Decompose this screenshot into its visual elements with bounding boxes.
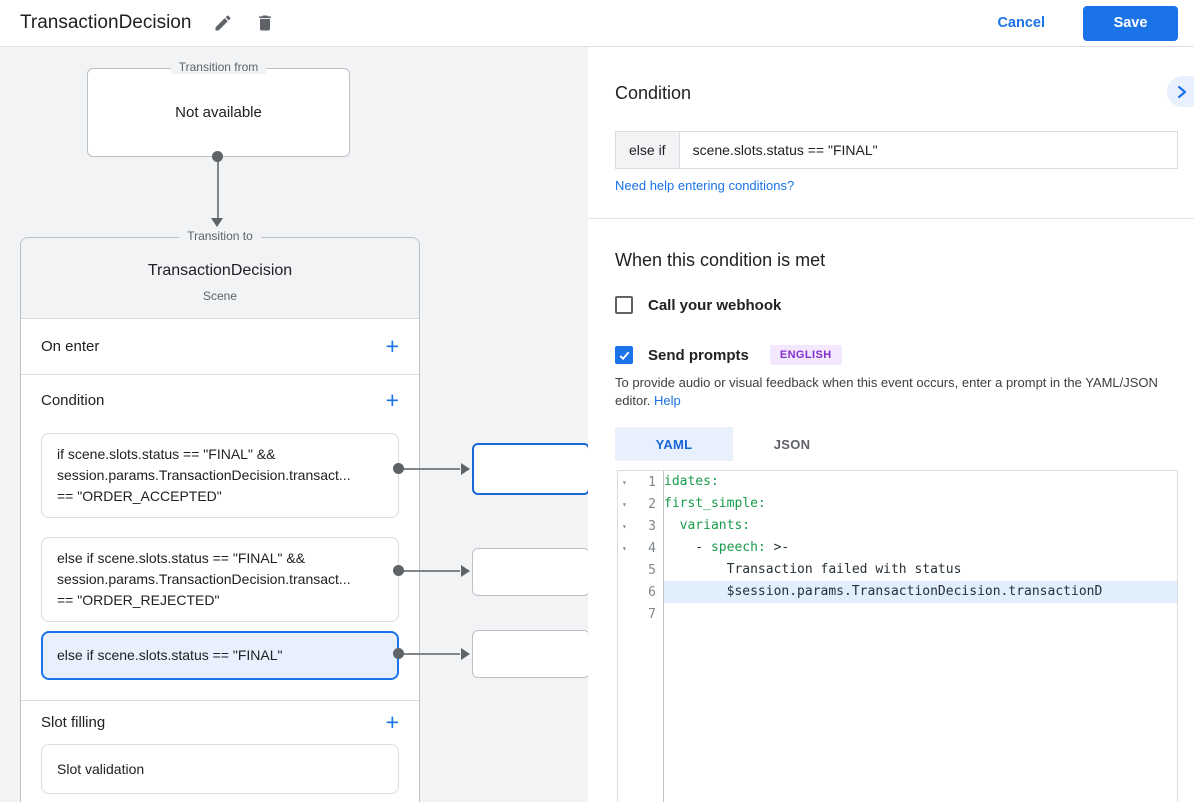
webhook-label: Call your webhook	[648, 296, 782, 314]
condition-label: Condition	[41, 391, 105, 409]
flow-diagram-panel: Transition from Not available Transition…	[0, 47, 590, 802]
language-badge: ENGLISH	[769, 345, 842, 365]
panel-title: Condition	[615, 83, 692, 103]
arrow-right-icon	[461, 565, 470, 577]
connector-dot	[393, 565, 404, 576]
slot-filling-label: Slot filling	[41, 714, 106, 731]
main-area: Transition from Not available Transition…	[0, 47, 1194, 802]
send-prompts-row: Send prompts ENGLISH	[615, 345, 842, 365]
target-box-3[interactable]	[472, 630, 590, 678]
scene-title: TransactionDecision	[147, 262, 293, 279]
panel-divider	[588, 218, 1194, 219]
slot-validation-card[interactable]: Slot validation	[41, 744, 399, 794]
chevron-right-icon	[1177, 85, 1187, 98]
condition-card-2[interactable]: else if scene.slots.status == "FINAL" &&…	[41, 537, 399, 622]
target-box-2[interactable]	[472, 548, 590, 596]
connector-line	[217, 159, 219, 218]
transition-from-legend: Transition from	[170, 60, 267, 74]
cancel-button[interactable]: Cancel	[997, 15, 1045, 31]
check-icon	[619, 351, 629, 360]
condition-help-link[interactable]: Need help entering conditions?	[615, 178, 795, 193]
yaml-code-editor[interactable]: ▾ 1 ▾ 2 ▾ 3 ▾ 4 5 6 7 idates: first_simple: …	[617, 470, 1178, 802]
top-bar: TransactionDecision Cancel Save	[0, 0, 1194, 47]
add-on-enter-icon[interactable]: +	[385, 333, 399, 359]
transition-from-value: Not available	[175, 104, 262, 121]
send-prompts-label: Send prompts	[648, 346, 749, 364]
code-line: Transaction failed with status	[664, 559, 1177, 581]
scene-subtitle: Scene	[202, 289, 238, 303]
help-link[interactable]: Help	[654, 392, 681, 408]
code-token: idates:	[664, 474, 719, 489]
connector-dot	[393, 648, 404, 659]
arrow-down-icon	[211, 218, 223, 227]
fold-icon[interactable]: ▾	[622, 543, 627, 553]
scene-header[interactable]: TransactionDecision Scene	[21, 238, 419, 319]
condition-card-3-selected[interactable]: else if scene.slots.status == "FINAL"	[41, 631, 399, 680]
edit-icon[interactable]	[213, 13, 233, 33]
connector-dot	[212, 151, 223, 162]
delete-icon[interactable]	[255, 13, 275, 33]
on-enter-label: On enter	[41, 338, 100, 355]
prompt-description-text: To provide audio or visual feedback when…	[615, 375, 1158, 408]
editor-tabs: YAML JSON	[615, 427, 851, 461]
slot-filling-section-header: Slot filling +	[21, 700, 419, 744]
condition-input[interactable]	[679, 132, 1177, 168]
condition-card-1[interactable]: if scene.slots.status == "FINAL" && sess…	[41, 433, 399, 518]
line-number: 7	[648, 606, 656, 622]
collapse-panel-button[interactable]	[1167, 76, 1194, 107]
send-prompts-checkbox[interactable]	[615, 346, 633, 364]
code-token: -	[664, 540, 711, 555]
condition-editor-panel: Condition else if Need help entering con…	[588, 47, 1194, 802]
line-number: 6	[648, 584, 656, 600]
fold-icon[interactable]: ▾	[622, 477, 627, 487]
add-slot-icon[interactable]: +	[385, 709, 399, 735]
prompt-description: To provide audio or visual feedback when…	[615, 374, 1189, 409]
line-number: 3	[648, 518, 656, 534]
arrow-right-icon	[461, 648, 470, 660]
tab-json[interactable]: JSON	[773, 436, 811, 452]
line-number: 4	[648, 540, 656, 556]
fold-icon[interactable]: ▾	[622, 499, 627, 509]
code-token: first_simple:	[664, 496, 766, 511]
code-token: >-	[765, 540, 790, 555]
transition-to-card: Transition to TransactionDecision Scene …	[20, 229, 420, 802]
add-condition-icon[interactable]: +	[385, 386, 399, 413]
line-number: 1	[648, 474, 656, 490]
condition-prefix-label: else if	[616, 132, 680, 168]
code-line: first_simple:	[664, 493, 1177, 515]
webhook-checkbox[interactable]	[615, 296, 633, 314]
connector-dot	[393, 463, 404, 474]
editor-code-area[interactable]: idates: first_simple: variants: - speech…	[664, 471, 1177, 802]
code-line: variants:	[664, 515, 1177, 537]
target-box-1[interactable]	[472, 443, 590, 495]
code-line	[664, 603, 1177, 625]
code-token: variants:	[664, 518, 751, 533]
connector-line	[400, 570, 460, 572]
condition-input-group: else if	[615, 131, 1178, 169]
transition-to-legend: Transition to	[179, 229, 261, 243]
connector-line	[400, 653, 460, 655]
code-line-highlighted: $session.params.TransactionDecision.tran…	[664, 581, 1177, 603]
line-number: 2	[648, 496, 656, 512]
fold-icon[interactable]: ▾	[622, 521, 627, 531]
arrow-right-icon	[461, 463, 470, 475]
on-enter-section: On enter +	[21, 319, 419, 375]
code-token: $session.params.TransactionDecision.tran…	[664, 584, 1103, 599]
condition-met-title: When this condition is met	[615, 250, 826, 270]
editor-gutter: ▾ 1 ▾ 2 ▾ 3 ▾ 4 5 6 7	[618, 471, 664, 802]
connector-line	[400, 468, 460, 470]
code-token: Transaction failed with status	[664, 562, 962, 577]
condition-section-header: Condition +	[21, 375, 419, 425]
page-title: TransactionDecision	[20, 12, 192, 33]
save-button[interactable]: Save	[1083, 5, 1178, 41]
webhook-row: Call your webhook	[615, 296, 781, 314]
tab-yaml[interactable]: YAML	[615, 427, 733, 461]
code-token: speech:	[710, 540, 766, 555]
code-line: - speech: >-	[664, 537, 1177, 559]
transition-from-box[interactable]: Transition from Not available	[87, 60, 350, 157]
code-line: idates:	[664, 471, 1177, 493]
line-number: 5	[648, 562, 656, 578]
